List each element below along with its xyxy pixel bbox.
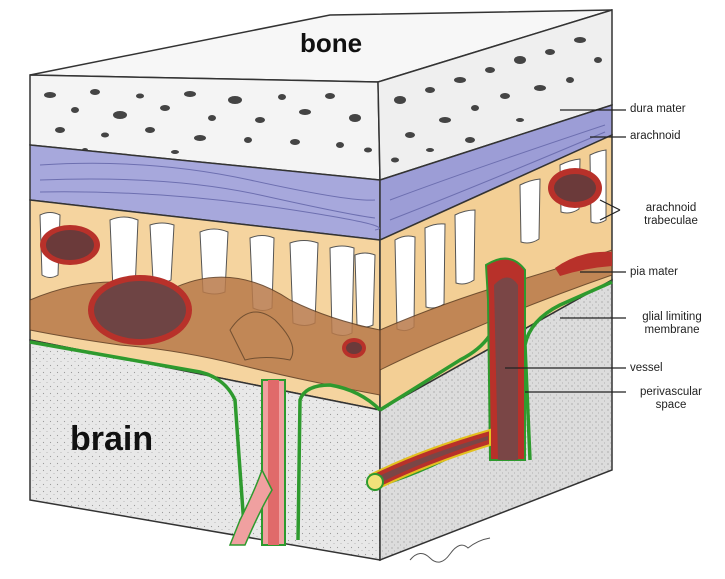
label-arachnoid-trabeculae-line2: trabeculae: [626, 215, 716, 228]
label-perivascular: perivascular space: [626, 386, 716, 412]
label-glial-limiting: glial limiting membrane: [626, 311, 718, 337]
label-perivascular-line2: space: [626, 399, 716, 412]
label-dura-mater: dura mater: [630, 103, 686, 116]
label-arachnoid-trabeculae: arachnoid trabeculae: [626, 202, 716, 228]
label-arachnoid-trabeculae-line1: arachnoid: [626, 202, 716, 215]
label-perivascular-line1: perivascular: [626, 386, 716, 399]
label-arachnoid: arachnoid: [630, 130, 681, 143]
brain-title: brain: [70, 420, 153, 459]
label-glial-limiting-line2: membrane: [626, 324, 718, 337]
label-pia-mater: pia mater: [630, 266, 678, 279]
label-vessel: vessel: [630, 362, 663, 375]
bone-title: bone: [300, 28, 362, 59]
label-glial-limiting-line1: glial limiting: [626, 311, 718, 324]
